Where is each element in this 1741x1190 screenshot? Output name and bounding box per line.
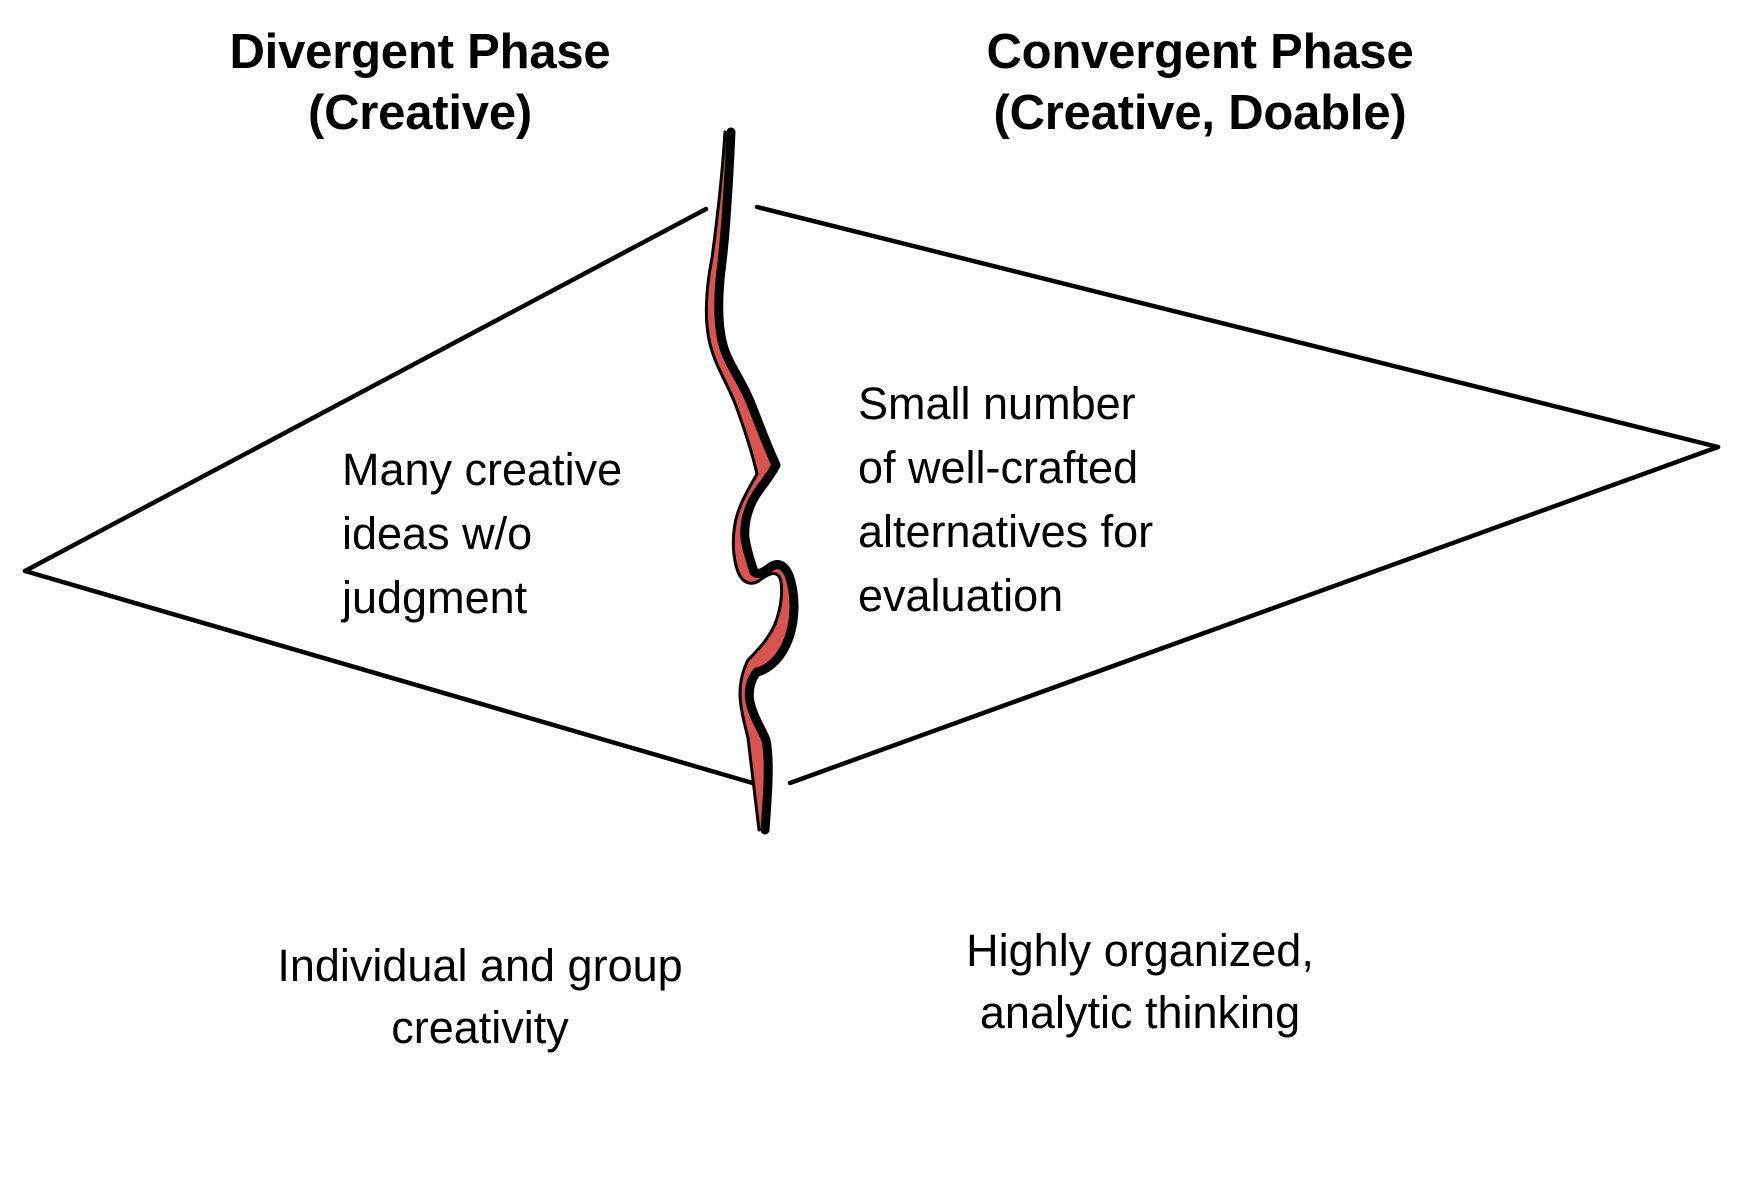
convergent-body-text: Small number of well-crafted alternative… (858, 378, 1154, 621)
convergent-phase-title: Convergent Phase (Creative, Doable) (986, 25, 1414, 141)
convergent-triangle-outline (754, 204, 1721, 786)
divergent-body-text: Many creative ideas w/o judgment (342, 444, 623, 623)
wavy-red-vertical-divider (704, 127, 799, 835)
divergent-caption: Individual and group creativity (277, 940, 683, 1054)
divergent-phase-title: Divergent Phase (Creative) (229, 25, 611, 141)
convergent-caption: Highly organized, analytic thinking (966, 925, 1314, 1039)
divergent-triangle-outline (22, 206, 759, 787)
